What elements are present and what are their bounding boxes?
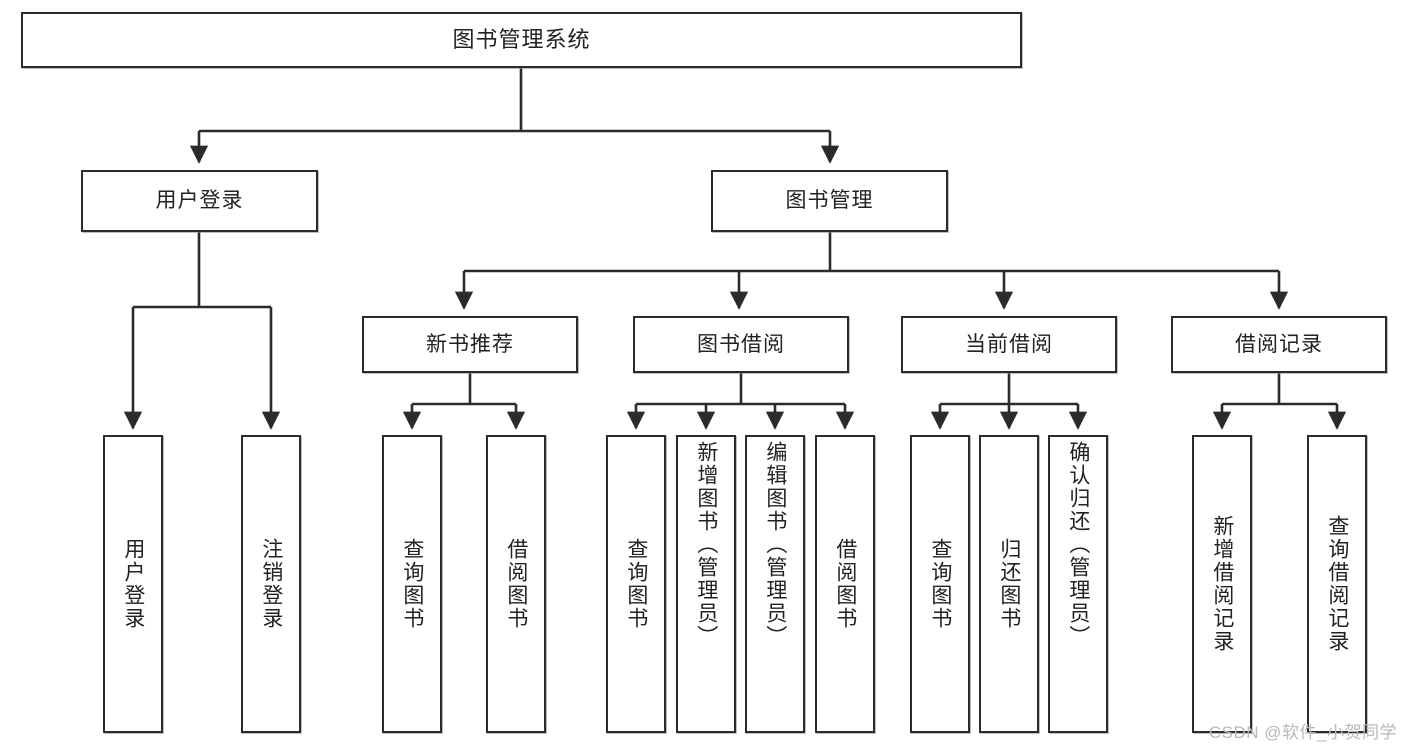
leaf-book-borrow-1[interactable]: 查询图书	[606, 435, 666, 733]
leaf-current-borrow-1[interactable]: 查询图书	[910, 435, 970, 733]
leaf-current-borrow-2[interactable]: 归还图书	[979, 435, 1039, 733]
node-book-borrow[interactable]: 图书借阅	[633, 316, 849, 373]
leaf-book-borrow-4[interactable]: 借阅图书	[815, 435, 875, 733]
leaf-book-borrow-2-label: 新增图书（管理员）	[694, 441, 718, 648]
node-user-login[interactable]: 用户登录	[81, 170, 318, 232]
leaf-borrow-record-1-label: 新增借阅记录	[1210, 515, 1234, 653]
watermark: CSDN @软件_小贺同学	[1208, 723, 1397, 742]
leaf-book-borrow-4-label: 借阅图书	[833, 538, 857, 630]
leaf-book-borrow-2[interactable]: 新增图书（管理员）	[676, 435, 736, 733]
leaf-current-borrow-2-label: 归还图书	[997, 538, 1021, 630]
leaf-book-borrow-1-label: 查询图书	[624, 538, 648, 630]
node-borrow-record[interactable]: 借阅记录	[1171, 316, 1387, 373]
leaf-user-login-2[interactable]: 注销登录	[241, 435, 301, 733]
node-current-borrow[interactable]: 当前借阅	[901, 316, 1117, 373]
leaf-user-login-1-label: 用户登录	[121, 538, 145, 630]
leaf-user-login-1[interactable]: 用户登录	[103, 435, 163, 733]
leaf-borrow-record-2-label: 查询借阅记录	[1325, 515, 1349, 653]
node-new-book-rec[interactable]: 新书推荐	[362, 316, 578, 373]
leaf-new-book-rec-1-label: 查询图书	[400, 538, 424, 630]
leaf-book-borrow-3-label: 编辑图书（管理员）	[763, 441, 787, 648]
leaf-current-borrow-1-label: 查询图书	[928, 538, 952, 630]
node-current-borrow-label: 当前借阅	[965, 332, 1053, 356]
node-book-manage-label: 图书管理	[785, 189, 874, 213]
leaf-new-book-rec-2[interactable]: 借阅图书	[486, 435, 546, 733]
leaf-new-book-rec-2-label: 借阅图书	[504, 538, 528, 630]
node-user-login-label: 用户登录	[155, 189, 244, 213]
leaf-borrow-record-1[interactable]: 新增借阅记录	[1192, 435, 1252, 733]
node-new-book-rec-label: 新书推荐	[426, 332, 514, 356]
leaf-current-borrow-3[interactable]: 确认归还（管理员）	[1048, 435, 1108, 733]
leaf-user-login-2-label: 注销登录	[259, 538, 283, 630]
node-root[interactable]: 图书管理系统	[21, 12, 1022, 68]
node-book-borrow-label: 图书借阅	[697, 332, 785, 356]
node-borrow-record-label: 借阅记录	[1235, 332, 1323, 356]
leaf-current-borrow-3-label: 确认归还（管理员）	[1066, 441, 1090, 648]
leaf-borrow-record-2[interactable]: 查询借阅记录	[1307, 435, 1367, 733]
leaf-book-borrow-3[interactable]: 编辑图书（管理员）	[745, 435, 805, 733]
node-root-label: 图书管理系统	[452, 26, 591, 52]
node-book-manage[interactable]: 图书管理	[711, 170, 948, 232]
leaf-new-book-rec-1[interactable]: 查询图书	[382, 435, 442, 733]
